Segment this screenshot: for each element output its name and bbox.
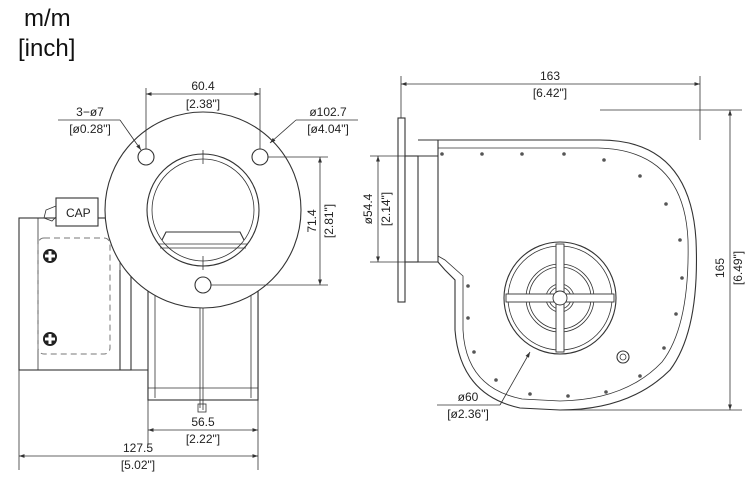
dimension-overall-depth: 127.5 [5.02"] <box>18 370 259 472</box>
outlet-duct <box>404 155 419 263</box>
dim-inlet-diameter-inch: [ø2.36"] <box>447 407 489 421</box>
dim-overall-depth-mm: 127.5 <box>123 441 153 455</box>
inlet-opening <box>146 153 260 267</box>
dim-flange-diameter-mm: ø102.7 <box>309 105 347 119</box>
dim-hole-vertical-inch: [2.81"] <box>322 204 336 238</box>
mount-hole <box>137 148 155 166</box>
mount-hole <box>251 148 269 166</box>
dim-base-width-inch: [2.22"] <box>186 432 220 446</box>
screw-icon <box>43 249 57 263</box>
rivet-dots <box>440 152 684 398</box>
dimension-overall-width: 163 [6.42"] <box>400 69 701 140</box>
front-view <box>397 117 697 411</box>
dimension-base-width: 56.5 [2.22"] <box>147 400 259 446</box>
dim-outlet-diameter-inch: [2.14"] <box>379 192 393 226</box>
dimension-flange-diameter: ø102.7 [ø4.04"] <box>269 105 358 144</box>
dim-overall-height-inch: [6.49"] <box>731 251 745 285</box>
drain-boss <box>616 350 630 364</box>
capacitor-box <box>55 197 99 227</box>
side-view: CAP <box>18 111 302 413</box>
mount-hole <box>194 276 212 294</box>
unit-imperial-label: [inch] <box>18 35 75 62</box>
dim-base-width-mm: 56.5 <box>191 415 215 429</box>
outlet-flange-plate <box>397 117 406 303</box>
screw-icon <box>43 332 57 346</box>
dimension-mount-holes: 3−ø7 [ø0.28"] <box>58 105 142 151</box>
inlet-grill <box>503 241 617 355</box>
dimension-hole-spacing: 60.4 [2.38"] <box>145 79 261 149</box>
dimension-outlet-diameter: ø54.4 [2.14"] <box>361 155 405 263</box>
unit-metric-label: m/m <box>24 5 71 32</box>
dim-inlet-diameter-mm: ø60 <box>458 390 479 404</box>
dimension-overall-height: 165 [6.49"] <box>560 109 745 411</box>
dimension-hole-vertical: 71.4 [2.81"] <box>211 156 336 286</box>
dim-outlet-diameter-mm: ø54.4 <box>361 193 375 224</box>
dim-overall-width-mm: 163 <box>540 69 560 83</box>
capacitor-label: CAP <box>66 206 91 220</box>
terminal-box-outline <box>37 237 111 355</box>
dim-hole-vertical-mm: 71.4 <box>305 209 319 233</box>
dim-hole-spacing-inch: [2.38"] <box>186 97 220 111</box>
dim-overall-width-inch: [6.42"] <box>533 86 567 100</box>
dim-mount-holes-mm: 3−ø7 <box>76 105 104 119</box>
dim-mount-holes-inch: [ø0.28"] <box>69 122 111 136</box>
dim-overall-depth-inch: [5.02"] <box>121 458 155 472</box>
dim-flange-diameter-inch: [ø4.04"] <box>307 122 349 136</box>
dim-hole-spacing-mm: 60.4 <box>191 79 215 93</box>
dimension-inlet-diameter: ø60 [ø2.36"] <box>437 351 531 421</box>
dim-overall-height-mm: 165 <box>713 258 727 278</box>
